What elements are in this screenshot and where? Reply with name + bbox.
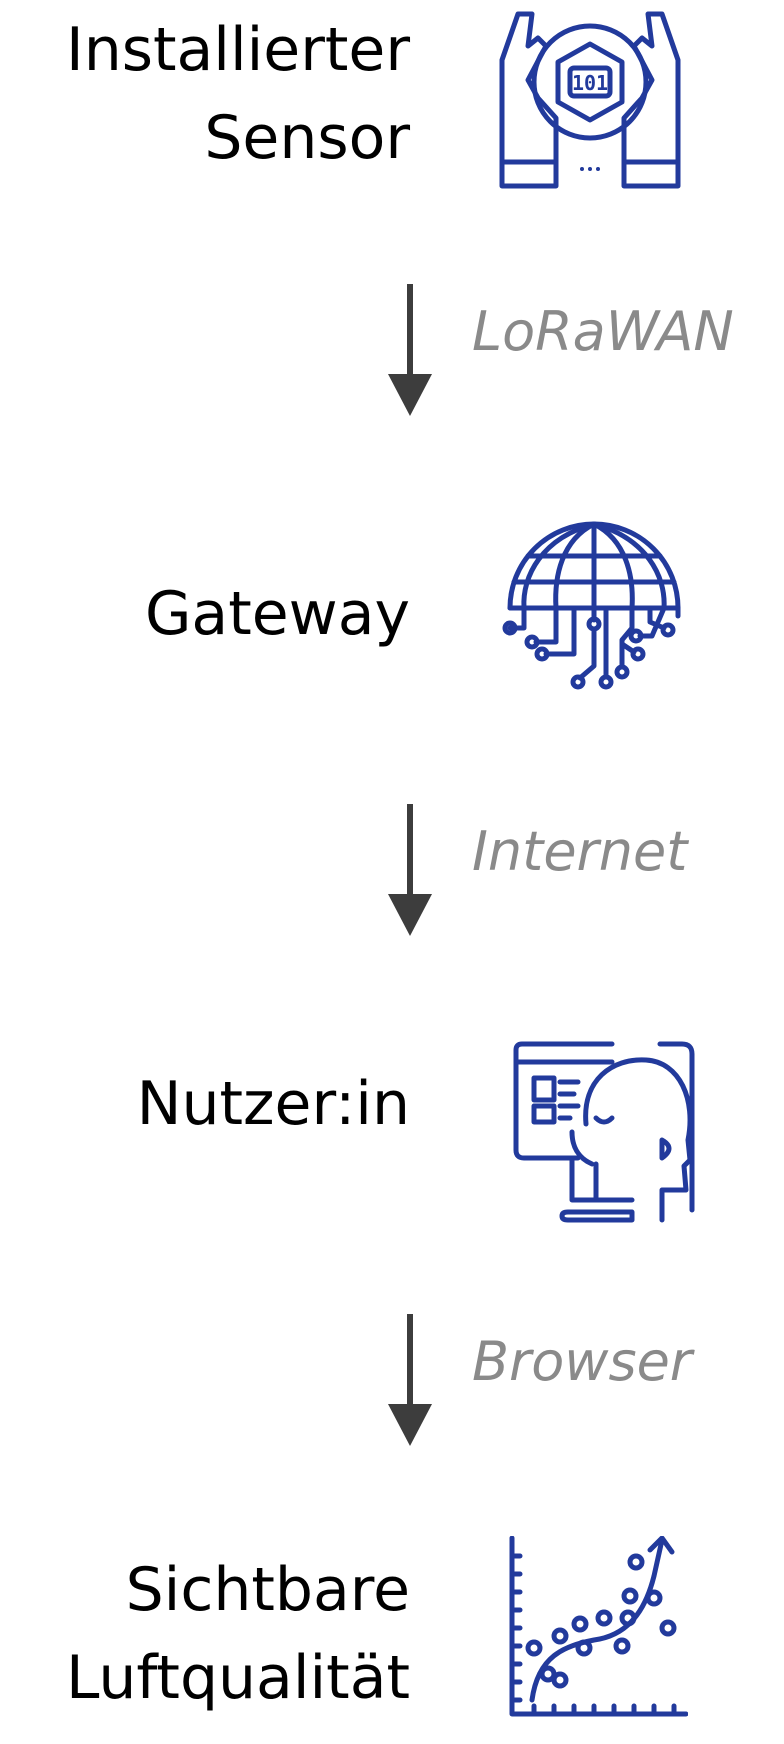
hands-holding-chip-icon: 101 xyxy=(498,6,682,190)
person-at-computer-icon xyxy=(512,1040,696,1224)
scatter-plot-icon xyxy=(504,1536,688,1720)
step-label-line: Sichtbare xyxy=(125,1555,410,1625)
connection-label-lorawan: LoRaWAN xyxy=(472,300,734,363)
arrow-down-icon xyxy=(386,1314,434,1446)
step-label-line: Gateway xyxy=(144,579,410,649)
globe-circuit-icon xyxy=(502,516,686,700)
arrow-down-icon xyxy=(386,804,434,936)
step-label-line: Sensor xyxy=(204,103,410,173)
arrow-down-icon xyxy=(386,284,434,416)
svg-text:101: 101 xyxy=(572,71,608,95)
step-label-user: Nutzer:in xyxy=(137,1060,410,1148)
step-label-line: Luftqualität xyxy=(65,1643,410,1713)
step-label-line: Installierter xyxy=(66,15,410,85)
step-label-line: Nutzer:in xyxy=(136,1069,410,1139)
step-label-sensor: Installierter Sensor xyxy=(66,6,410,182)
connection-label-internet: Internet xyxy=(472,820,688,883)
step-label-air-quality: Sichtbare Luftqualität xyxy=(66,1546,410,1722)
connection-label-browser: Browser xyxy=(472,1330,693,1393)
step-label-gateway: Gateway xyxy=(145,570,410,658)
